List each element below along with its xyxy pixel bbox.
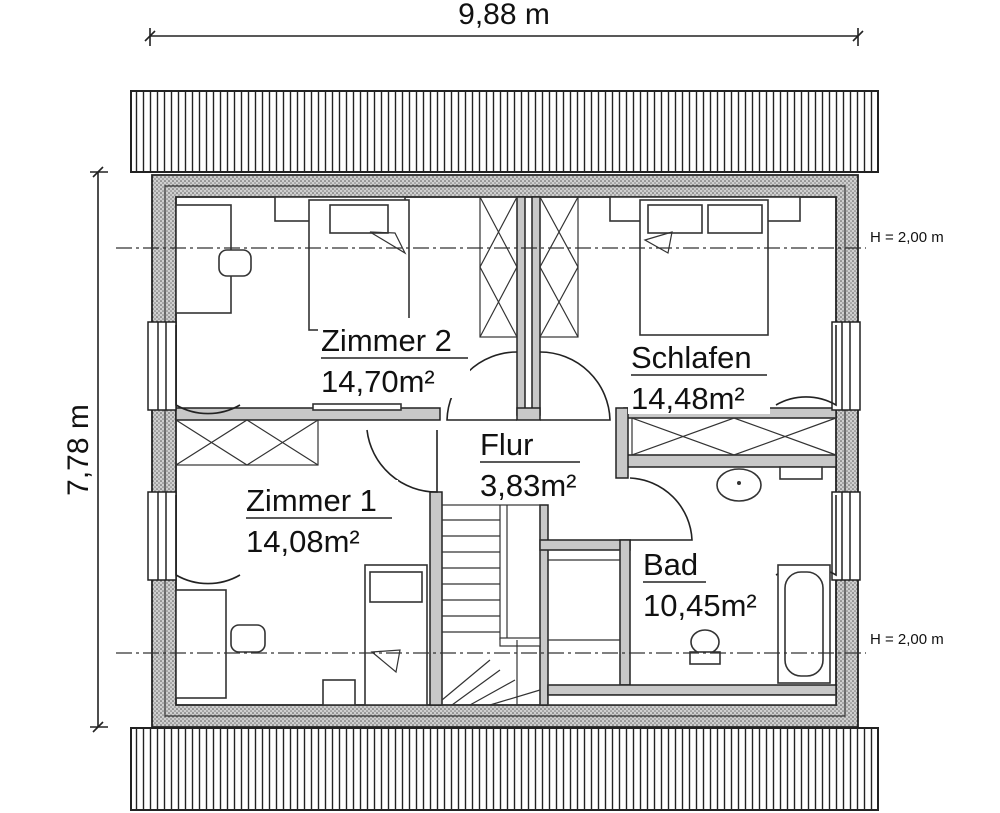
height-line-top: H = 2,00 m	[116, 229, 944, 249]
furniture-schlafen	[609, 196, 801, 336]
height-note-bottom: H = 2,00 m	[870, 631, 944, 648]
room-schlafen: Schlafen 14,48m²	[628, 338, 770, 416]
room-area: 14,08m²	[246, 524, 360, 559]
depth-dimension: 7,78 m	[62, 166, 108, 733]
staircase	[441, 504, 541, 706]
roof-top	[130, 90, 879, 173]
room-area: 10,45m²	[643, 588, 757, 623]
room-area: 14,48m²	[631, 381, 745, 416]
room-zimmer-2: Zimmer 2 14,70m²	[318, 318, 470, 399]
room-name: Schlafen	[631, 340, 752, 375]
roof-bottom	[130, 727, 879, 811]
height-note-top: H = 2,00 m	[870, 229, 944, 246]
width-dimension: 9,88 m	[144, 0, 864, 46]
room-zimmer-1: Zimmer 1 14,08m²	[242, 480, 398, 559]
room-area: 14,70m²	[321, 364, 435, 399]
room-name: Zimmer 2	[321, 323, 452, 358]
room-name: Bad	[643, 547, 698, 582]
furniture-zimmer-2	[175, 196, 410, 411]
room-area: 3,83m²	[480, 468, 576, 503]
wardrobes	[175, 196, 837, 466]
depth-dimension-label: 7,78 m	[62, 404, 95, 496]
room-name: Zimmer 1	[246, 483, 377, 518]
height-line-bottom: H = 2,00 m	[116, 631, 944, 654]
width-dimension-label: 9,88 m	[458, 0, 550, 31]
furniture-zimmer-1	[175, 564, 428, 706]
room-name: Flur	[480, 427, 533, 462]
room-bad: Bad 10,45m²	[640, 545, 774, 623]
bathroom-fixtures	[547, 466, 837, 706]
storage	[547, 549, 621, 686]
room-flur: Flur 3,83m²	[480, 427, 580, 503]
